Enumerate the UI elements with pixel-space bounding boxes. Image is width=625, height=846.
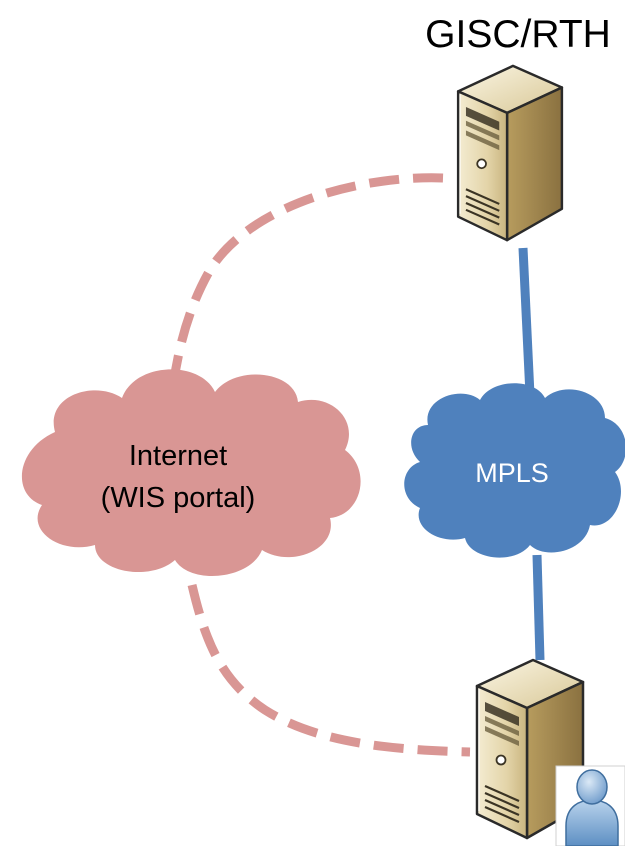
internet-link-to-top-server [167,173,444,396]
cloud-icon [404,383,625,558]
cloud-icon [21,369,361,577]
internet-cloud-label-line2: (WIS portal) [101,482,256,514]
mpls-links [518,247,545,661]
internet-cloud-label-line1: Internet [129,440,227,472]
mpls-cloud: MPLS [404,383,625,558]
internet-links [167,173,471,757]
internet-link-to-bottom-server [187,583,471,757]
user-icon [555,765,625,846]
internet-cloud: Internet (WIS portal) [21,369,361,577]
mpls-cloud-label: MPLS [475,458,549,488]
server-top-label: GISC/RTH [425,13,611,56]
server-top [456,64,564,242]
mpls-link-lower [532,554,545,661]
server-icon [456,64,564,242]
mpls-link-upper [518,247,535,396]
